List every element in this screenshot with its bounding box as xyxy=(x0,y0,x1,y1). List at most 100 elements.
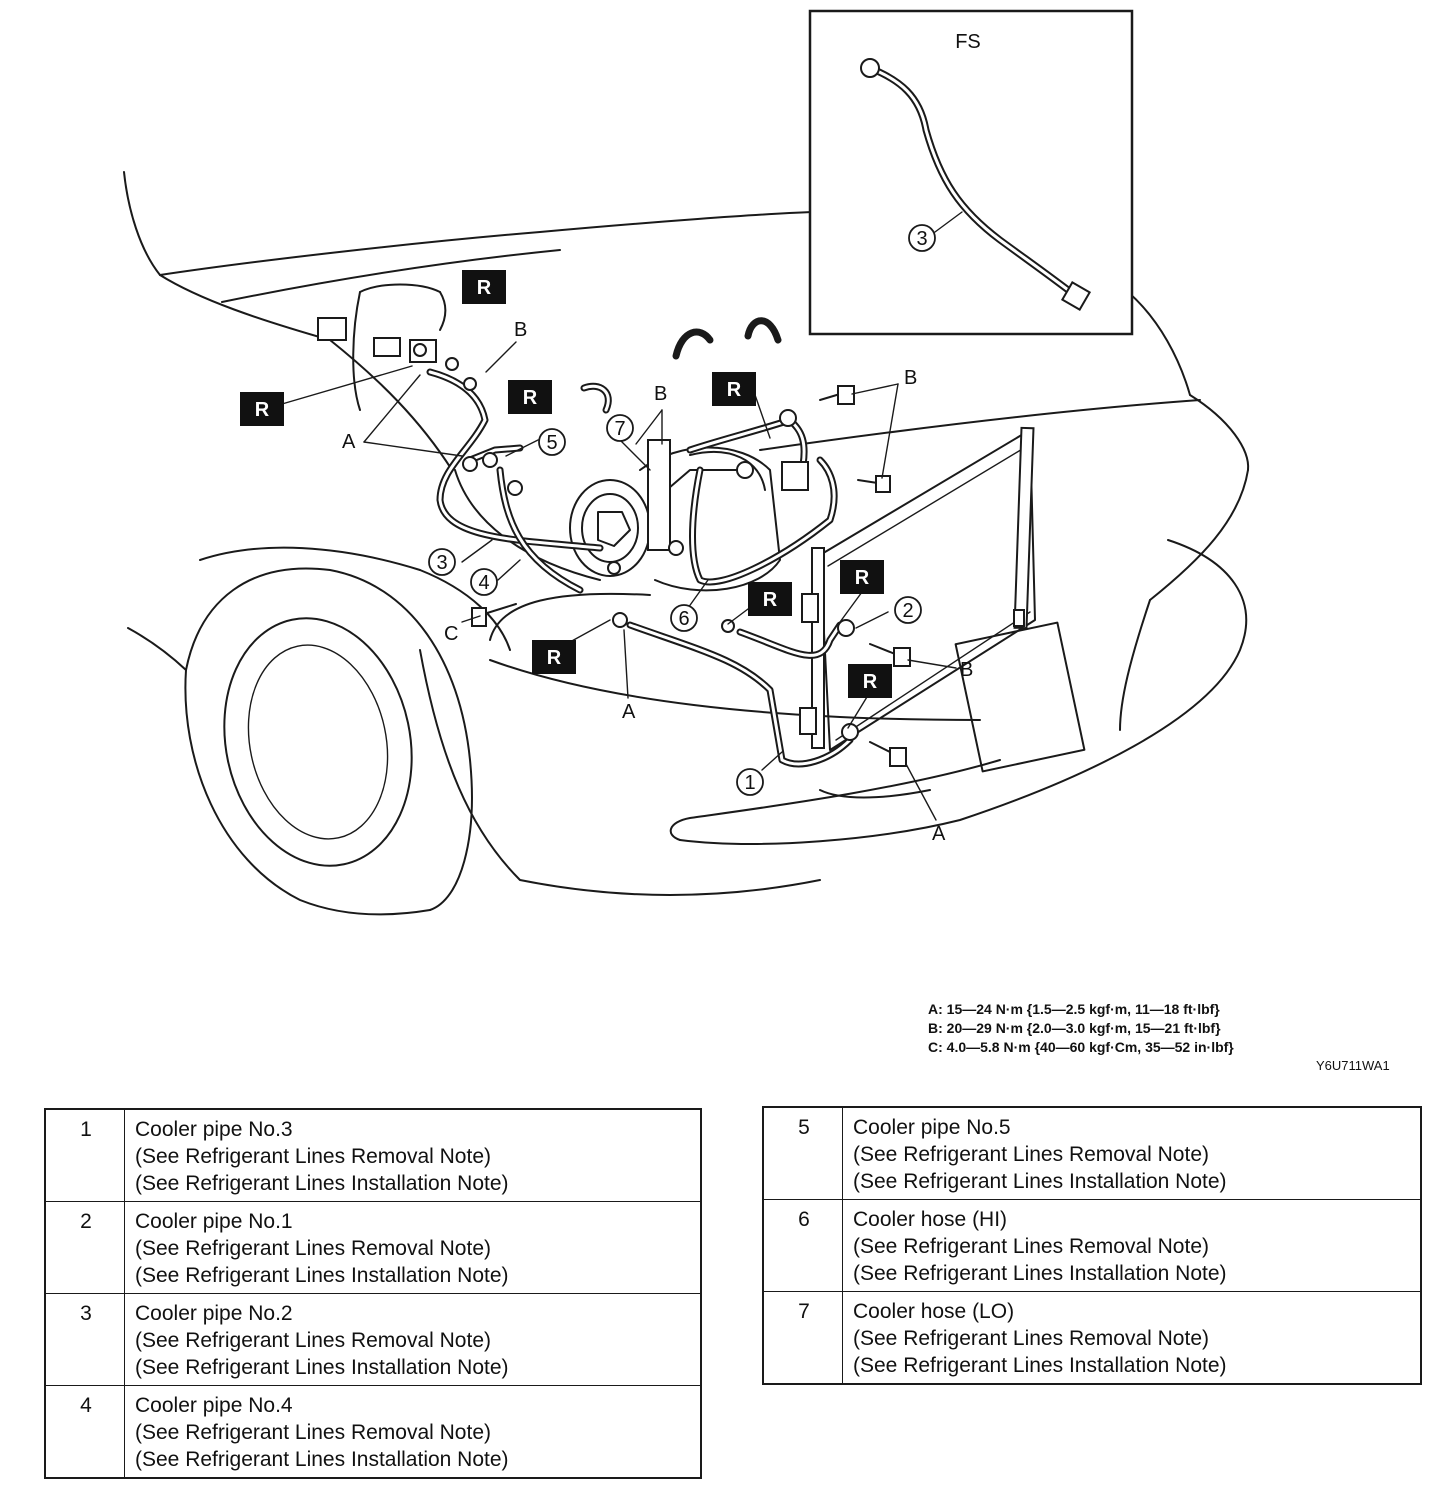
part-name: Cooler hose (HI) xyxy=(853,1208,1008,1231)
removal-note: (See Refrigerant Lines Removal Note) xyxy=(853,1327,1209,1350)
svg-text:R: R xyxy=(855,567,870,589)
figure-code: Y6U711WA1 xyxy=(1316,1058,1390,1073)
part-callout-5: 5 xyxy=(538,428,566,456)
part-name: Cooler pipe No.4 xyxy=(135,1394,293,1417)
installation-note: (See Refrigerant Lines Installation Note… xyxy=(853,1170,1227,1193)
fittings xyxy=(413,343,1025,767)
svg-text:R: R xyxy=(863,671,878,693)
torque-specs: A: 15—24 N·m {1.5—2.5 kgf·m, 11—18 ft·lb… xyxy=(928,1000,1448,1057)
replace-tag: R xyxy=(748,582,792,616)
parts-table-left: 1 Cooler pipe No.3 (See Refrigerant Line… xyxy=(44,1108,702,1479)
removal-note: (See Refrigerant Lines Removal Note) xyxy=(135,1421,491,1444)
table-row: 4 Cooler pipe No.4 (See Refrigerant Line… xyxy=(44,1385,702,1479)
front-wheel xyxy=(127,567,473,916)
replace-tag: R xyxy=(240,392,284,426)
table-row: 2 Cooler pipe No.1 (See Refrigerant Line… xyxy=(44,1201,702,1294)
svg-text:R: R xyxy=(547,647,562,669)
removal-note: (See Refrigerant Lines Removal Note) xyxy=(135,1145,491,1168)
svg-text:R: R xyxy=(477,277,492,299)
installation-note: (See Refrigerant Lines Installation Note… xyxy=(135,1264,509,1287)
part-name: Cooler pipe No.1 xyxy=(135,1210,293,1233)
callout-a: A xyxy=(932,823,946,845)
part-name: Cooler hose (LO) xyxy=(853,1300,1015,1323)
svg-text:6: 6 xyxy=(678,608,689,630)
part-number: 7 xyxy=(762,1291,843,1385)
replace-tag: R xyxy=(848,664,892,698)
callout-a: A xyxy=(342,431,356,453)
callout-c: C xyxy=(444,623,458,645)
part-number: 1 xyxy=(44,1108,125,1202)
part-number: 6 xyxy=(762,1199,843,1292)
replace-tags: R R R R R R R R xyxy=(240,270,892,698)
svg-text:5: 5 xyxy=(546,432,557,454)
svg-text:R: R xyxy=(523,387,538,409)
replace-tag: R xyxy=(462,270,506,304)
part-callout-7: 7 xyxy=(606,414,634,442)
removal-note: (See Refrigerant Lines Removal Note) xyxy=(135,1237,491,1260)
callout-b: B xyxy=(904,367,917,389)
table-row: 1 Cooler pipe No.3 (See Refrigerant Line… xyxy=(44,1108,702,1202)
compressor xyxy=(569,439,781,592)
part-number: 5 xyxy=(762,1106,843,1200)
part-description: Cooler pipe No.5 (See Refrigerant Lines … xyxy=(842,1106,1422,1200)
part-description: Cooler hose (LO) (See Refrigerant Lines … xyxy=(842,1291,1422,1385)
installation-note: (See Refrigerant Lines Installation Note… xyxy=(853,1354,1227,1377)
callout-b: B xyxy=(654,383,667,405)
refrigerant-lines-diagram: FS R R R R R R xyxy=(123,9,1250,916)
replace-tag: R xyxy=(712,372,756,406)
svg-text:2: 2 xyxy=(902,600,913,622)
table-row: 7 Cooler hose (LO) (See Refrigerant Line… xyxy=(762,1291,1422,1385)
table-row: 6 Cooler hose (HI) (See Refrigerant Line… xyxy=(762,1199,1422,1292)
part-description: Cooler pipe No.3 (See Refrigerant Lines … xyxy=(124,1108,702,1202)
torque-spec-b: B: 20—29 N·m {2.0—3.0 kgf·m, 15—21 ft·lb… xyxy=(928,1020,1221,1036)
part-callout-2: 2 xyxy=(894,596,922,624)
torque-callouts: B A B B C A B A xyxy=(342,319,973,845)
installation-note: (See Refrigerant Lines Installation Note… xyxy=(135,1172,509,1195)
installation-note: (See Refrigerant Lines Installation Note… xyxy=(135,1448,509,1471)
callout-a: A xyxy=(622,701,636,723)
part-description: Cooler pipe No.2 (See Refrigerant Lines … xyxy=(124,1293,702,1386)
removal-note: (See Refrigerant Lines Removal Note) xyxy=(853,1235,1209,1258)
part-callout-6: 6 xyxy=(670,604,698,632)
svg-text:7: 7 xyxy=(614,418,625,440)
part-name: Cooler pipe No.2 xyxy=(135,1302,293,1325)
svg-text:1: 1 xyxy=(744,772,755,794)
inset-box-fs: FS xyxy=(808,9,1134,336)
removal-note: (See Refrigerant Lines Removal Note) xyxy=(853,1143,1209,1166)
callout-b: B xyxy=(960,659,973,681)
parts-table-right: 5 Cooler pipe No.5 (See Refrigerant Line… xyxy=(762,1106,1422,1385)
torque-spec-c: C: 4.0—5.8 N·m {40—60 kgf·Cm, 35—52 in·l… xyxy=(928,1039,1234,1055)
svg-text:3: 3 xyxy=(916,228,927,250)
part-description: Cooler pipe No.4 (See Refrigerant Lines … xyxy=(124,1385,702,1479)
part-description: Cooler hose (HI) (See Refrigerant Lines … xyxy=(842,1199,1422,1292)
part-number: 4 xyxy=(44,1385,125,1479)
table-row: 3 Cooler pipe No.2 (See Refrigerant Line… xyxy=(44,1293,702,1386)
svg-text:R: R xyxy=(727,379,742,401)
removal-note: (See Refrigerant Lines Removal Note) xyxy=(135,1329,491,1352)
installation-note: (See Refrigerant Lines Installation Note… xyxy=(853,1262,1227,1285)
part-name: Cooler pipe No.3 xyxy=(135,1118,293,1141)
svg-text:3: 3 xyxy=(436,552,447,574)
replace-tag: R xyxy=(532,640,576,674)
vehicle-body-outline xyxy=(123,171,1250,896)
part-callout-4: 4 xyxy=(470,568,498,596)
part-number-callouts: 3 5 7 3 4 6 2 1 xyxy=(428,224,936,796)
part-callout-3: 3 xyxy=(428,548,456,576)
torque-spec-a: A: 15—24 N·m {1.5—2.5 kgf·m, 11—18 ft·lb… xyxy=(928,1001,1220,1017)
part-description: Cooler pipe No.1 (See Refrigerant Lines … xyxy=(124,1201,702,1294)
inset-label: FS xyxy=(955,31,981,53)
svg-text:R: R xyxy=(763,589,778,611)
table-row: 5 Cooler pipe No.5 (See Refrigerant Line… xyxy=(762,1106,1422,1200)
part-name: Cooler pipe No.5 xyxy=(853,1116,1011,1139)
leader-lines xyxy=(281,341,957,821)
callout-b: B xyxy=(514,319,527,341)
svg-text:R: R xyxy=(255,399,270,421)
part-number: 3 xyxy=(44,1293,125,1386)
replace-tag: R xyxy=(840,560,884,594)
replace-tag: R xyxy=(508,380,552,414)
part-callout-3-inset: 3 xyxy=(908,224,936,252)
svg-text:4: 4 xyxy=(478,572,489,594)
installation-note: (See Refrigerant Lines Installation Note… xyxy=(135,1356,509,1379)
part-callout-1: 1 xyxy=(736,768,764,796)
part-number: 2 xyxy=(44,1201,125,1294)
